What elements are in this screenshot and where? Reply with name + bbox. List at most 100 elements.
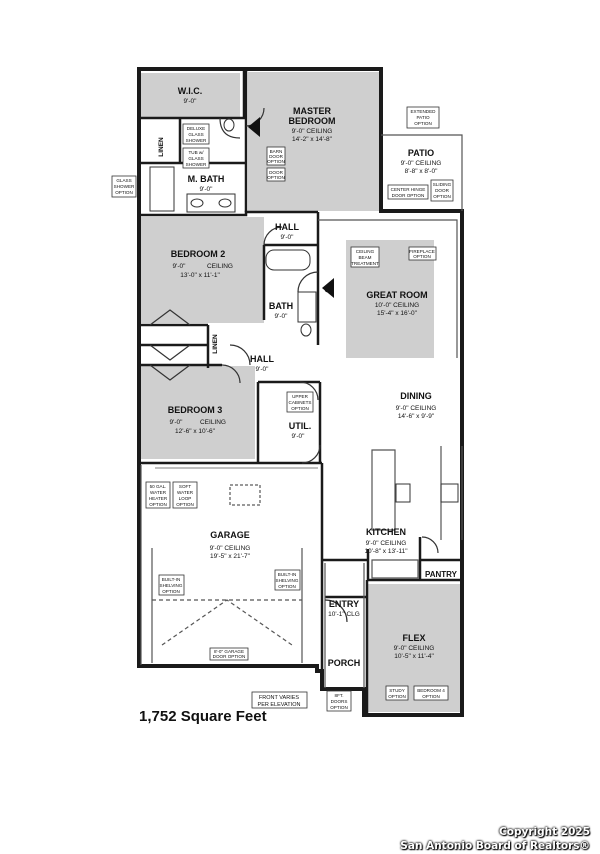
- eft-doors-option-1: 8FT.: [335, 693, 344, 698]
- center-hinge-option-2: DOOR OPTION: [392, 193, 425, 198]
- sliding-door-option-3: OPTION: [433, 194, 451, 199]
- porch-label: PORCH: [328, 658, 361, 668]
- center-hinge-option-1: CENTER HINGE: [391, 187, 426, 192]
- master-bedroom-fill: [248, 72, 379, 211]
- linen-top-label: LINEN: [158, 137, 165, 157]
- door-option-2: OPTION: [267, 175, 285, 180]
- door-swings: [149, 107, 439, 623]
- copyright-watermark: Copyright 2025: [499, 826, 590, 838]
- dining-ceiling: 9'-0" CEILING: [396, 405, 437, 412]
- garage-door-option-2: DOOR OPTION: [213, 654, 246, 659]
- master-label-1: MASTER: [293, 106, 332, 116]
- tub-glass-option-3: SHOWER: [186, 162, 207, 167]
- patio-outline: [140, 134, 463, 688]
- eft-doors-option-2: DOORS: [331, 699, 348, 704]
- util-ceiling: 9'-0": [292, 433, 306, 440]
- garage-ceiling: 9'-0" CEILING: [210, 545, 251, 552]
- bedroom3-ceiling1: 9'-0": [170, 419, 184, 426]
- fixtures: [149, 118, 459, 506]
- soft-water-option-4: OPTION: [176, 502, 194, 507]
- bedroom3-ceiling2: CEILING: [200, 419, 226, 426]
- glass-shower-option-1: GLASS: [116, 178, 131, 183]
- upper-cabinets-option-2: CABINETS: [289, 400, 312, 405]
- board-watermark: San Antonio Board of Realtors®: [400, 840, 590, 852]
- hall-mid-ceiling: 9'-0": [256, 366, 270, 373]
- door-option-1: DOOR: [269, 170, 283, 175]
- deluxe-glass-option-3: SHOWER: [186, 138, 207, 143]
- power-icon: [250, 123, 256, 129]
- extended-patio-option-2: PATIO: [416, 115, 430, 120]
- study-option-1: STUDY: [389, 688, 405, 693]
- hall-top-ceiling: 9'-0": [281, 234, 295, 241]
- eft-doors-option-3: OPTION: [330, 705, 348, 710]
- fireplace-option-1: FIREPLACE: [409, 249, 435, 254]
- deluxe-glass-option-1: DELUXE: [187, 126, 205, 131]
- bedroom2-label: BEDROOM 2: [171, 249, 226, 259]
- water-heater-option-3: HEATER: [149, 496, 168, 501]
- master-ceiling: 9'-0" CEILING: [292, 128, 333, 135]
- ceiling-beam-option-3: TREATMENT: [351, 261, 379, 266]
- bedroom2-ceiling1: 9'-0": [173, 263, 187, 270]
- option-boxes: [111, 106, 454, 712]
- bedroom2-size: 13'-0" x 11'-1": [180, 272, 220, 279]
- shelving-right-option-2: SHELVING: [276, 578, 299, 583]
- shelving-left-option-3: OPTION: [162, 589, 180, 594]
- flex-size: 10'-5" x 11'-4": [394, 653, 434, 660]
- bath-label: BATH: [269, 301, 293, 311]
- interior-walls: [139, 69, 462, 715]
- pantry-label: PANTRY: [425, 570, 458, 579]
- ceiling-beam-option-2: BEAM: [358, 255, 371, 260]
- hall-top-label: HALL: [275, 222, 299, 232]
- shelving-right-option-3: OPTION: [278, 584, 296, 589]
- garage-size: 19'-5" x 21'-7": [210, 553, 251, 560]
- extended-patio-option-3: OPTION: [414, 121, 432, 126]
- sliding-door-option-2: DOOR: [435, 188, 449, 193]
- water-heater-option-1: 50 GAL.: [150, 484, 167, 489]
- hall-mid-label: HALL: [250, 354, 274, 364]
- front-varies-1: FRONT VARIES: [259, 695, 299, 701]
- upper-cabinets-option-3: OPTION: [291, 406, 309, 411]
- water-heater-option-2: WATER: [150, 490, 167, 495]
- mbath-ceiling: 9'-0": [200, 186, 214, 193]
- tub-glass-option-1: TUB w/: [188, 150, 204, 155]
- shelving-right-option-1: BUILT-IN: [278, 572, 297, 577]
- great-room-label: GREAT ROOM: [366, 290, 427, 300]
- shelving-left-option-1: BUILT-IN: [162, 577, 181, 582]
- bedroom2-fill: [141, 217, 264, 323]
- barn-door-option-2: DOOR: [269, 154, 283, 159]
- markers: [248, 117, 334, 298]
- dining-size: 14'-6" x 9'-9": [398, 413, 435, 420]
- bedroom3-fill: [141, 366, 255, 459]
- water-heater-option-4: OPTION: [149, 502, 167, 507]
- ceiling-beam-option-1: CEILING: [356, 249, 375, 254]
- wic-fill: [141, 73, 240, 117]
- kitchen-size: 10'-8" x 13'-11": [364, 548, 408, 555]
- bath-ceiling: 9'-0": [275, 313, 289, 320]
- study-option-2: OPTION: [388, 694, 406, 699]
- bedroom3-size: 12'-6" x 10'-6": [175, 428, 216, 435]
- bedroom4-option-2: OPTION: [422, 694, 440, 699]
- bedroom4-option-1: BEDROOM 4: [417, 688, 445, 693]
- bedroom2-ceiling2: CEILING: [207, 263, 233, 270]
- garage-door-option-1: 8'-0" GARAGE: [214, 649, 244, 654]
- upper-cabinets-option-1: UPPER: [292, 394, 309, 399]
- barn-door-option-1: BARN: [270, 149, 283, 154]
- util-label: UTIL.: [289, 421, 312, 431]
- master-size: 14'-2" x 14'-8": [292, 136, 333, 143]
- walls: [137, 67, 464, 717]
- patio-ceiling: 9'-0" CEILING: [401, 160, 442, 167]
- soft-water-option-2: WATER: [177, 490, 194, 495]
- sliding-door-option-1: SLIDING: [433, 182, 452, 187]
- soft-water-option-3: LOOP: [179, 496, 192, 501]
- tub-glass-option-2: GLASS: [188, 156, 203, 161]
- dining-label: DINING: [400, 391, 432, 401]
- mbath-label: M. BATH: [188, 174, 225, 184]
- flex-ceiling: 9'-0" CEILING: [394, 645, 435, 652]
- entry-label: ENTRY: [329, 599, 359, 609]
- barn-door-option-3: OPTION: [267, 159, 285, 164]
- master-label-2: BEDROOM: [289, 116, 336, 126]
- glass-shower-option-3: OPTION: [115, 190, 133, 195]
- deluxe-glass-option-2: GLASS: [188, 132, 203, 137]
- bedroom3-label: BEDROOM 3: [168, 405, 223, 415]
